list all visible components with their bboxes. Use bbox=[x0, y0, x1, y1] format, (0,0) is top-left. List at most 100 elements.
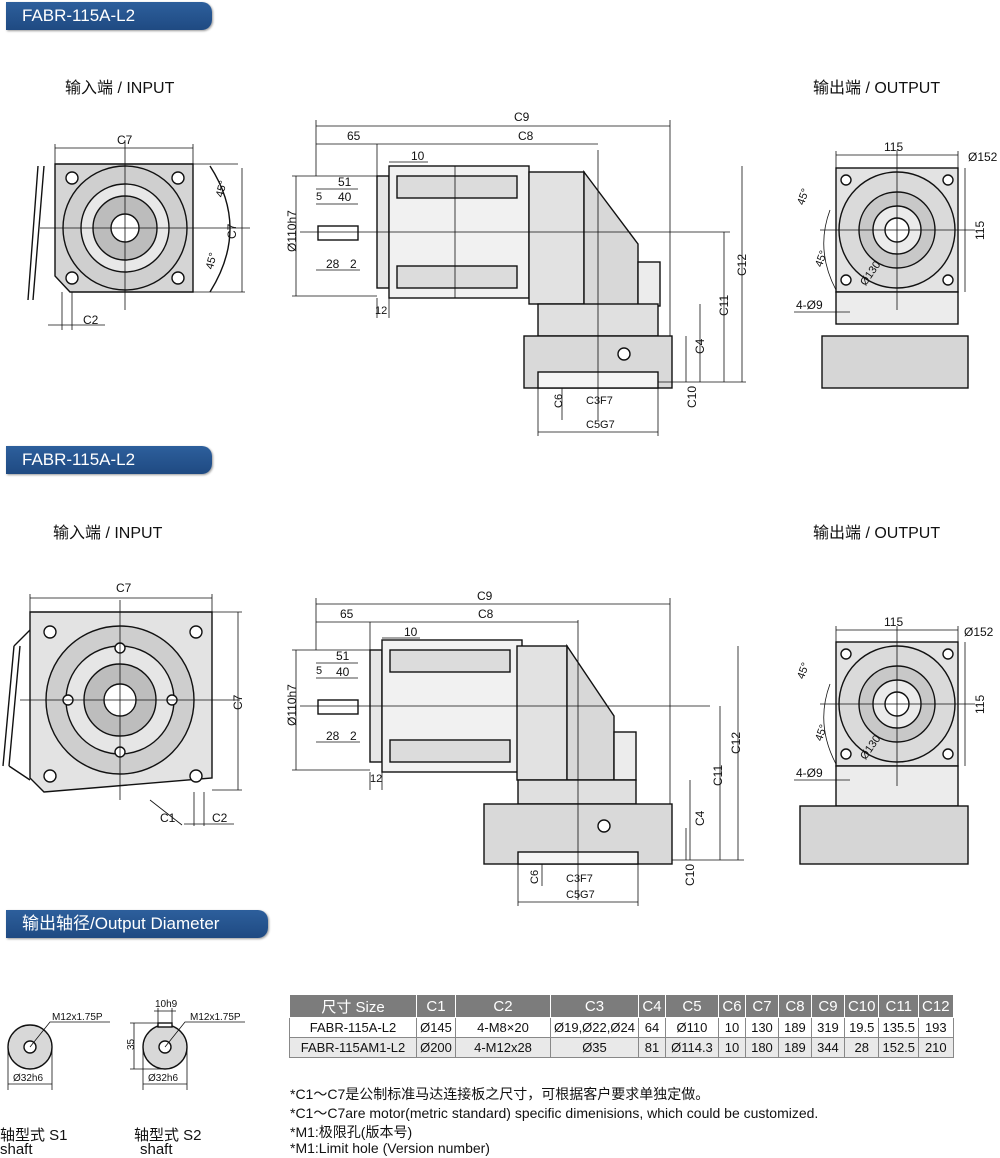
dim-c5g7-2: C5G7 bbox=[566, 889, 595, 901]
cell-c1: Ø200 bbox=[416, 1037, 456, 1058]
header-c1: C1 bbox=[416, 994, 456, 1018]
dim-c8-2: C8 bbox=[478, 607, 494, 621]
cell-c7: 180 bbox=[744, 1037, 779, 1058]
dia-label-s1: Ø32h6 bbox=[13, 1073, 43, 1084]
dim-c10-2: C10 bbox=[683, 864, 697, 886]
angle-45-1a: 45° bbox=[214, 179, 230, 198]
output-view-1: 115 115 Ø152 45° 45° Ø130 4-Ø9 bbox=[794, 140, 998, 389]
angle-45-1b: 45° bbox=[204, 251, 220, 270]
dim-d110-1: Ø110h7 bbox=[285, 210, 299, 252]
output-label-1: 输出端 / OUTPUT bbox=[813, 80, 941, 97]
cell-c9: 319 bbox=[810, 1017, 845, 1038]
dim-c11-1: C11 bbox=[717, 295, 731, 316]
dim-5-2: 5 bbox=[316, 665, 322, 677]
dim-c8-1: C8 bbox=[518, 129, 534, 143]
cell-size: FABR-115AM1-L2 bbox=[289, 1037, 417, 1058]
dim-c3f7-1: C3F7 bbox=[586, 395, 613, 407]
dim-c7-top-1: C7 bbox=[117, 133, 133, 147]
header-c12: C12 bbox=[918, 994, 954, 1018]
dim-12-1: 12 bbox=[375, 305, 387, 317]
header-c9: C9 bbox=[810, 994, 845, 1018]
dim-c1-2: C1 bbox=[160, 811, 176, 825]
side-view-2: C9 C8 65 10 51 5 40 28 2 Ø110h7 12 C12 C… bbox=[285, 589, 744, 906]
cell-c6: 10 bbox=[717, 1037, 746, 1058]
dim-2-1: 2 bbox=[350, 257, 357, 271]
dim-65-2: 65 bbox=[340, 607, 354, 621]
note-1: *C1～C7是公制标准马达连接板之尺寸，可根据客户要求单独定做。 bbox=[290, 1086, 710, 1102]
dim-c2-1: C2 bbox=[83, 313, 99, 327]
shaft-s1-word: shaft bbox=[0, 1141, 33, 1158]
cell-c6: 10 bbox=[717, 1017, 746, 1038]
dim-12-2: 12 bbox=[370, 773, 382, 785]
cell-c11: 135.5 bbox=[878, 1017, 920, 1038]
dim-115-top-2: 115 bbox=[884, 615, 903, 629]
cell-c8: 189 bbox=[777, 1017, 812, 1038]
section-2-title: FABR-115A-L2 bbox=[6, 446, 212, 474]
input-label-2: 输入端 / INPUT bbox=[53, 525, 163, 542]
side-view-1: C9 C8 65 10 51 5 40 28 2 Ø110h7 12 C12 C… bbox=[285, 110, 749, 436]
cell-c2: 4-M8×20 bbox=[455, 1017, 551, 1038]
dim-2-2: 2 bbox=[350, 729, 357, 743]
dim-c2-2: C2 bbox=[212, 811, 228, 825]
angle-45-out-2b: 45° bbox=[813, 723, 830, 743]
cell-c1: Ø145 bbox=[416, 1017, 456, 1038]
cell-c12: 193 bbox=[918, 1017, 954, 1038]
dim-c12-1: C12 bbox=[735, 254, 749, 276]
cell-c4: 64 bbox=[637, 1017, 666, 1038]
dim-115-side-1: 115 bbox=[973, 221, 987, 240]
cell-c5: Ø114.3 bbox=[664, 1037, 719, 1058]
dim-c7-side-1: C7 bbox=[225, 223, 239, 239]
header-c11: C11 bbox=[878, 994, 920, 1018]
shaft-s2-word: shaft bbox=[140, 1141, 173, 1158]
dim-10-1: 10 bbox=[411, 149, 425, 163]
shaft-s2: 10h9 M12x1.75P 35 Ø32h6 bbox=[126, 999, 245, 1090]
table-header-row: 尺寸 Size C1 C2 C3 C4 C5 C6 C7 C8 C9 C10 C… bbox=[289, 994, 954, 1018]
table-row: FABR-115AM1-L2 Ø200 4-M12x28 Ø35 81 Ø114… bbox=[289, 1037, 954, 1058]
header-c10: C10 bbox=[843, 994, 880, 1018]
dim-65-1: 65 bbox=[347, 129, 361, 143]
cell-c8: 189 bbox=[777, 1037, 812, 1058]
dim-28-2: 28 bbox=[326, 729, 340, 743]
angle-45-out-2a: 45° bbox=[795, 661, 812, 681]
shaft-s1-label: 轴型式 S1 bbox=[0, 1127, 68, 1144]
dim-28-1: 28 bbox=[326, 257, 340, 271]
cell-c3: Ø19,Ø22,Ø24 bbox=[550, 1017, 639, 1038]
dim-4x9-1: 4-Ø9 bbox=[796, 298, 823, 312]
dim-c6-2: C6 bbox=[529, 870, 541, 884]
dim-51-1: 51 bbox=[338, 175, 352, 189]
cell-c11: 152.5 bbox=[878, 1037, 920, 1058]
dim-40-2: 40 bbox=[336, 665, 350, 679]
dim-c6-1: C6 bbox=[553, 394, 565, 408]
header-c6: C6 bbox=[717, 994, 746, 1018]
shaft-section-title: 输出轴径/Output Diameter bbox=[6, 910, 268, 938]
dim-c5g7-1: C5G7 bbox=[586, 419, 615, 431]
cell-c12: 210 bbox=[918, 1037, 954, 1058]
cell-size: FABR-115A-L2 bbox=[289, 1017, 417, 1038]
dim-115-side-2: 115 bbox=[973, 695, 987, 714]
height-label-s2: 35 bbox=[126, 1038, 137, 1050]
cell-c10: 19.5 bbox=[843, 1017, 880, 1038]
dim-c9-2: C9 bbox=[477, 589, 493, 603]
header-c4: C4 bbox=[637, 994, 666, 1018]
cell-c7: 130 bbox=[744, 1017, 779, 1038]
header-c5: C5 bbox=[664, 994, 719, 1018]
dim-4x9-2: 4-Ø9 bbox=[796, 766, 823, 780]
dim-d152-2: Ø152 bbox=[964, 625, 994, 639]
dim-c10-1: C10 bbox=[685, 386, 699, 408]
header-c3: C3 bbox=[550, 994, 639, 1018]
dim-40-1: 40 bbox=[338, 190, 352, 204]
cell-c5: Ø110 bbox=[664, 1017, 719, 1038]
key-label-s2: 10h9 bbox=[155, 999, 178, 1010]
dim-10-2: 10 bbox=[404, 625, 418, 639]
shaft-s2-label: 轴型式 S2 bbox=[134, 1127, 202, 1144]
angle-45-out-1a: 45° bbox=[795, 187, 812, 207]
section-1-title: FABR-115A-L2 bbox=[6, 2, 212, 30]
header-c7: C7 bbox=[744, 994, 779, 1018]
shaft-s1: M12x1.75P Ø32h6 bbox=[7, 1012, 110, 1090]
dimension-table: 尺寸 Size C1 C2 C3 C4 C5 C6 C7 C8 C9 C10 C… bbox=[289, 994, 954, 1058]
note-2: *C1～C7are motor(metric standard) specifi… bbox=[290, 1105, 819, 1121]
header-size: 尺寸 Size bbox=[289, 994, 417, 1018]
dim-c4-1: C4 bbox=[693, 338, 707, 354]
dim-c9-1: C9 bbox=[514, 110, 530, 124]
